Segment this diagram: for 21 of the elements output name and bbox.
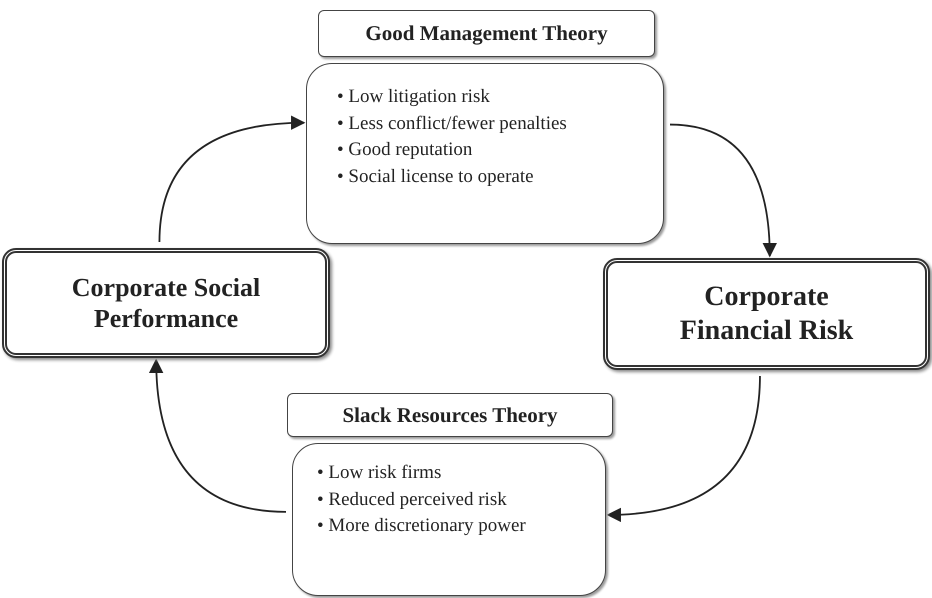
bullet-text: • Low risk firms	[317, 461, 442, 485]
curved-arrow	[606, 376, 761, 522]
process-box	[292, 443, 606, 596]
bullet-text: • Low litigation risk	[337, 85, 491, 109]
bullet-text: • Reduced perceived risk	[317, 488, 508, 512]
bullet-text: • Less conflict/fewer penalties	[337, 112, 567, 136]
bullet-text: • More discretionary power	[317, 514, 526, 538]
curved-arrow	[149, 358, 286, 513]
curved-arrow	[158, 116, 306, 242]
theory-heading-box	[287, 393, 613, 437]
bullet-text: • Good reputation	[337, 138, 474, 162]
bullet-text: • Social license to operate	[337, 164, 535, 189]
node-label: Corporate Financial Risk	[678, 280, 854, 348]
node-label: Corporate Social Performance	[70, 272, 262, 334]
theory-heading-box	[318, 10, 655, 57]
process-box	[603, 258, 930, 370]
curved-arrow	[670, 124, 777, 258]
heading-text: Good Management Theory	[365, 21, 608, 46]
process-box	[2, 248, 330, 358]
process-box	[306, 63, 664, 244]
heading-text: Slack Resources Theory	[342, 402, 558, 428]
